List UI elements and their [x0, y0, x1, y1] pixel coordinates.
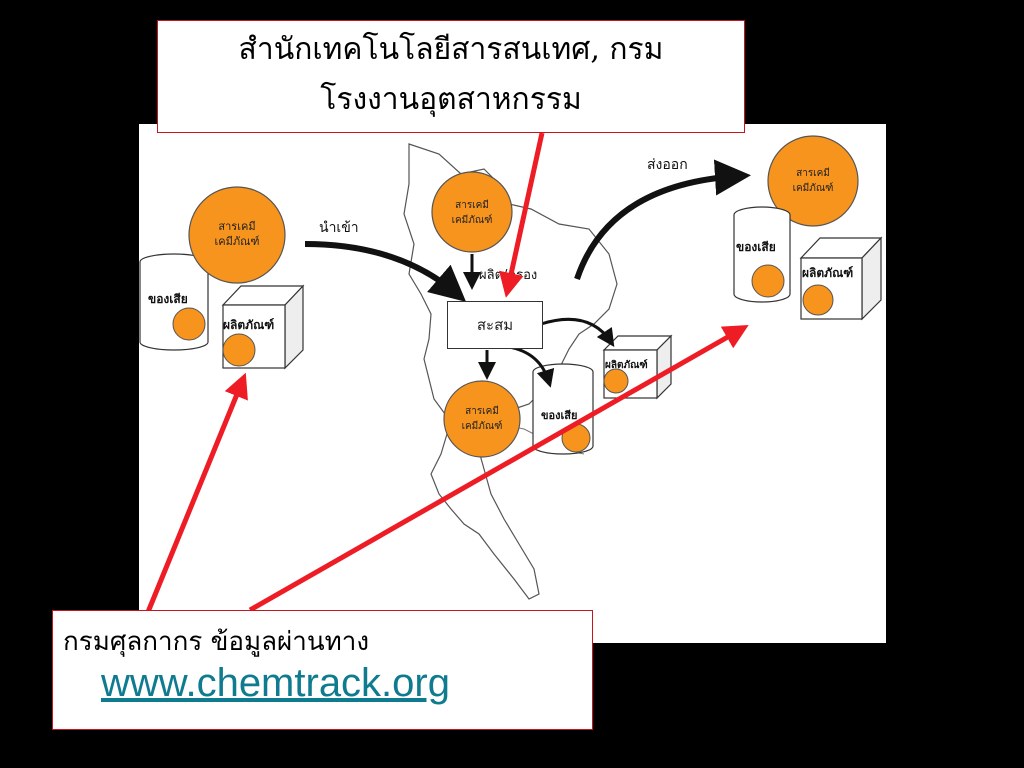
title-line-2: โรงงานอุตสาหกรรม — [320, 82, 582, 117]
left-waste-cylinder — [139, 253, 209, 351]
produce-label: ผลิต/ครอง — [479, 268, 538, 283]
import-label: นำเข้า — [319, 220, 359, 236]
title-line-1: สำนักเทคโนโลยีสารสนเทศ, กรม — [238, 32, 664, 67]
left-product-label: ผลิตภัณฑ์ — [223, 318, 275, 332]
lower-waste-label: ของเสีย — [541, 409, 578, 422]
right-chemical-circle — [767, 135, 859, 227]
top-chemical-label: สารเคมี เคมีภัณฑ์ — [451, 200, 493, 226]
export-label: ส่งออก — [647, 157, 688, 173]
source-box: กรมศุลกากร ข้อมูลผ่านทาง www.chemtrack.o… — [52, 610, 593, 730]
source-text: กรมศุลกากร ข้อมูลผ่านทาง — [63, 627, 370, 657]
diagram-panel: สารเคมี เคมีภัณฑ์ สารเคมี เคมีภัณฑ์ สารเ… — [139, 124, 886, 643]
thailand-map-diagram — [139, 135, 883, 600]
store-box: สะสม — [447, 301, 543, 349]
left-waste-label: ของเสีย — [148, 292, 188, 306]
lower-chemical-label: สารเคมี เคมีภัณฑ์ — [461, 406, 503, 432]
export-arrow — [574, 159, 751, 280]
right-product-box — [799, 236, 883, 321]
left-chemical-label: สารเคมี เคมีภัณฑ์ — [214, 220, 260, 248]
right-chemical-label: สารเคมี เคมีภัณฑ์ — [792, 168, 834, 194]
title-box: สำนักเทคโนโลยีสารสนเทศ, กรม โรงงานอุตสาห… — [157, 20, 745, 133]
chemtrack-link[interactable]: www.chemtrack.org — [101, 661, 450, 705]
left-chemical-circle — [188, 186, 286, 284]
right-product-label: ผลิตภัณฑ์ — [802, 266, 854, 280]
right-waste-cylinder — [733, 206, 791, 303]
import-arrow — [304, 241, 467, 302]
lower-product-label: ผลิตภัณฑ์ — [605, 360, 648, 371]
right-waste-label: ของเสีย — [736, 240, 776, 254]
